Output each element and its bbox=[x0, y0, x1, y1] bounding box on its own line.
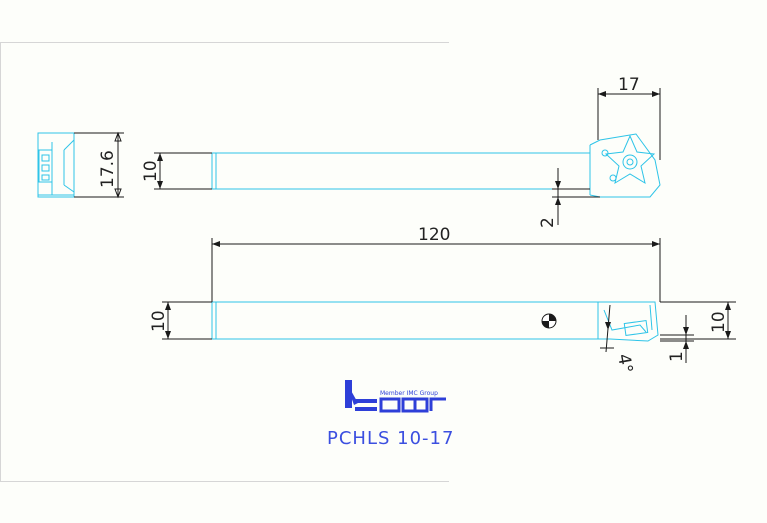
dimension-shank-height-right: 10 bbox=[660, 301, 736, 340]
dim-label-17-6: 17.6 bbox=[98, 150, 118, 188]
dimension-side-height: 17.6 bbox=[74, 131, 124, 199]
dim-label-2: 2 bbox=[538, 217, 558, 228]
dimension-angle: 4° bbox=[600, 304, 636, 375]
dim-label-1: 1 bbox=[667, 351, 687, 362]
dim-label-10-right: 10 bbox=[709, 311, 729, 333]
dimension-insert-width: 17 bbox=[597, 75, 661, 160]
dim-label-120: 120 bbox=[418, 225, 450, 245]
dim-label-10-front: 10 bbox=[149, 310, 169, 332]
top-view bbox=[211, 133, 661, 198]
center-of-gravity-icon bbox=[541, 313, 557, 329]
dimension-shank-height-top: 10 bbox=[141, 152, 212, 190]
brand-tagline: Member IMC Group bbox=[380, 390, 438, 397]
dim-label-10-top: 10 bbox=[141, 160, 161, 182]
sheet-border bbox=[0, 42, 449, 43]
drawing-title: PCHLS 10-17 bbox=[327, 428, 454, 449]
dimension-offset: 2 bbox=[538, 168, 600, 228]
iscar-logo: Member IMC Group bbox=[345, 380, 446, 413]
front-view bbox=[211, 301, 659, 342]
dim-label-4-deg: 4° bbox=[613, 352, 636, 375]
sheet-border bbox=[0, 42, 1, 482]
end-view bbox=[37, 132, 75, 198]
sheet-border bbox=[0, 481, 449, 482]
dimension-depth: 1 bbox=[660, 315, 694, 363]
dim-label-17: 17 bbox=[618, 75, 640, 95]
dimension-overall-length: 120 bbox=[211, 225, 661, 302]
dimension-shank-height-front: 10 bbox=[149, 301, 212, 340]
